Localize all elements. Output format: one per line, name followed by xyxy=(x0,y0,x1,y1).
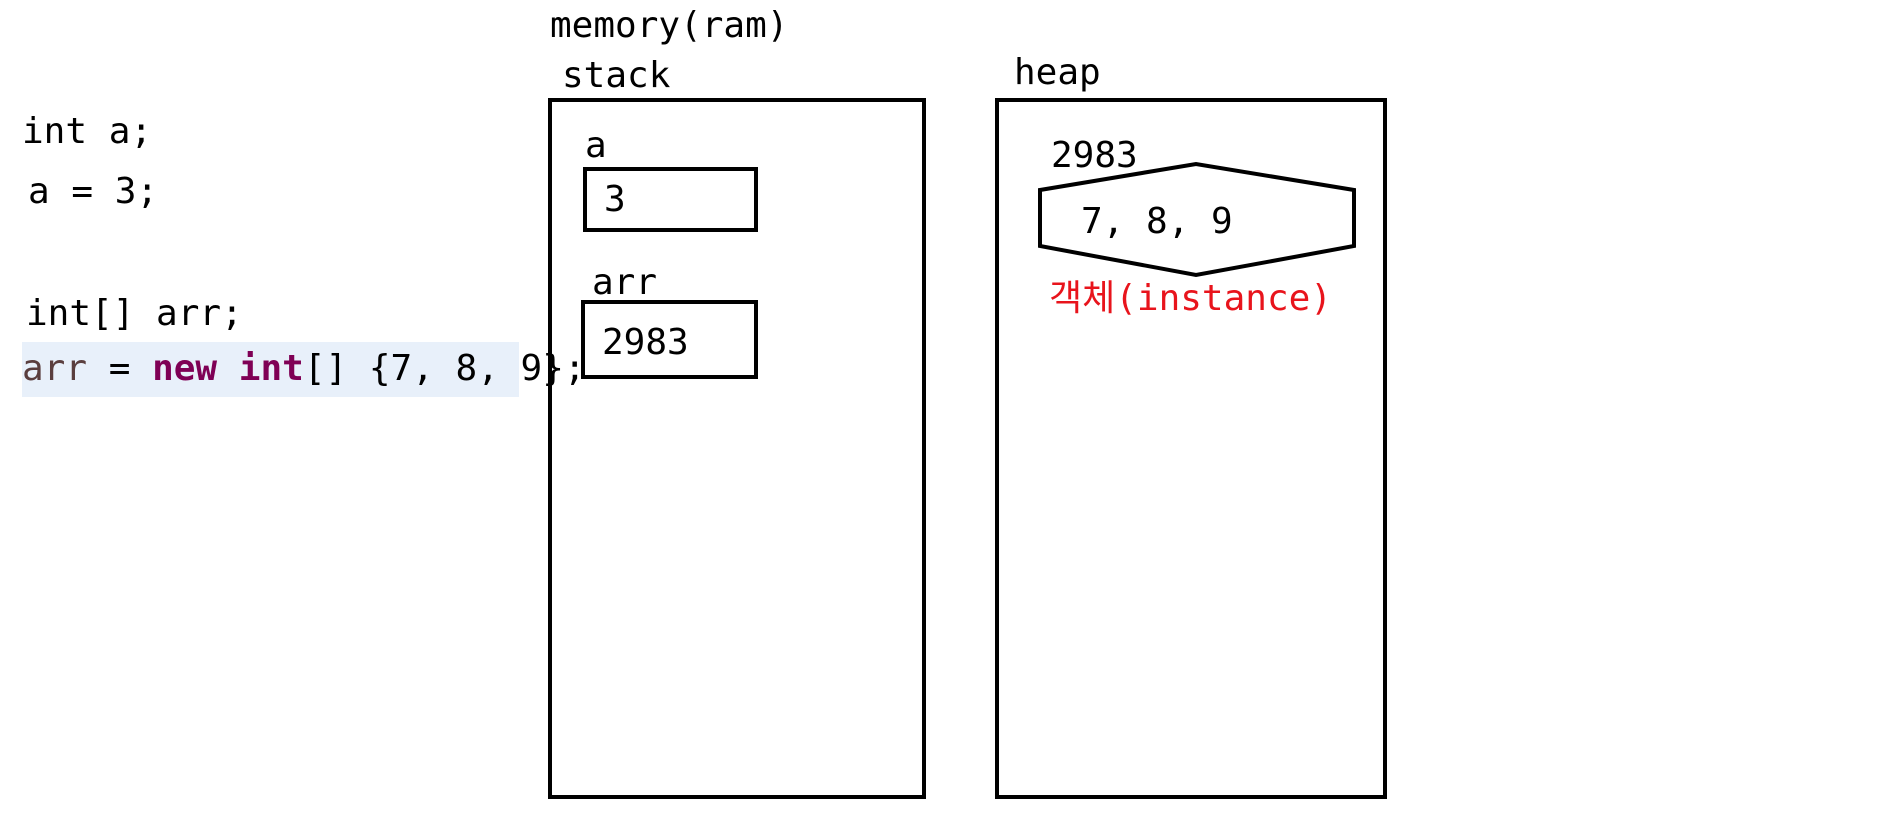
code-keyword-new: new xyxy=(152,348,218,389)
code-line-int-array: int[] arr; xyxy=(26,293,243,334)
code-line-int-a: int a; xyxy=(22,111,153,152)
code-token-initializer: [] {7, 8, 9}; xyxy=(303,348,586,389)
code-line-assign-a: a = 3; xyxy=(28,171,159,212)
heap-object-shape xyxy=(1038,161,1356,278)
stack-var-name-arr: arr xyxy=(592,262,658,303)
heap-object-address: 2983 xyxy=(1051,135,1138,176)
code-line-array-new: arr = new int[] {7, 8, 9}; xyxy=(22,347,586,391)
stack-value-arr: 2983 xyxy=(602,322,689,363)
stack-value-a: 3 xyxy=(604,179,626,220)
stack-var-name-a: a xyxy=(585,125,607,166)
code-keyword-int: int xyxy=(238,348,304,389)
code-token-arr: arr xyxy=(22,348,88,389)
stack-cell-a xyxy=(583,167,758,232)
code-token-equals: = xyxy=(87,348,153,389)
stack-cell-arr xyxy=(581,300,758,379)
heap-object-contents: 7, 8, 9 xyxy=(1081,201,1233,242)
memory-title: memory(ram) xyxy=(550,5,789,46)
current-line-highlight xyxy=(22,342,519,397)
code-token-space xyxy=(217,348,239,389)
instance-caption: 객체(instance) xyxy=(1049,278,1332,319)
heap-label: heap xyxy=(1014,52,1101,93)
heap-region xyxy=(995,98,1387,799)
stack-region xyxy=(548,98,926,799)
stack-label: stack xyxy=(562,55,671,96)
